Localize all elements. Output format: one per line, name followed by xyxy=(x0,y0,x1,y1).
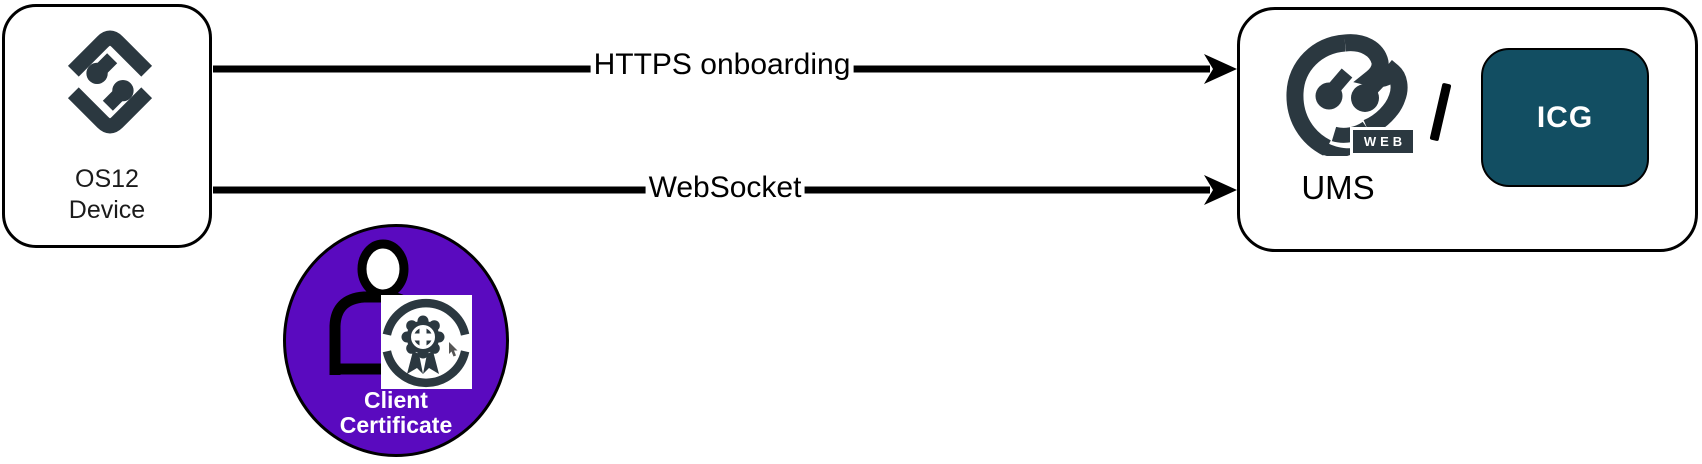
icg-label: ICG xyxy=(1536,100,1594,134)
device-label-line1: OS12 xyxy=(75,165,139,193)
web-badge: WEB xyxy=(1350,127,1416,156)
ums-label: UMS xyxy=(1301,169,1375,206)
icg-node: ICG xyxy=(1481,48,1649,187)
certificate-label-line1: Client xyxy=(364,387,428,413)
websocket-label: WebSocket xyxy=(645,171,805,205)
person-certificate-icon xyxy=(329,239,472,389)
client-certificate-label: Client Certificate xyxy=(340,388,452,438)
mouse-cursor-icon xyxy=(449,342,458,357)
igel-os-logo-icon xyxy=(67,30,153,134)
arrowhead-icon xyxy=(1204,175,1237,205)
certificate-label-line2: Certificate xyxy=(339,412,453,438)
device-node xyxy=(2,4,212,248)
device-label-line2: Device xyxy=(68,196,146,224)
https-onboarding-label: HTTPS onboarding xyxy=(590,48,854,82)
arrowhead-icon xyxy=(1204,54,1237,84)
web-badge-label: WEB xyxy=(1363,134,1407,149)
client-certificate-node xyxy=(283,224,509,457)
device-node-label: OS12 Device xyxy=(69,164,145,226)
rosette-seal-icon xyxy=(401,315,445,374)
